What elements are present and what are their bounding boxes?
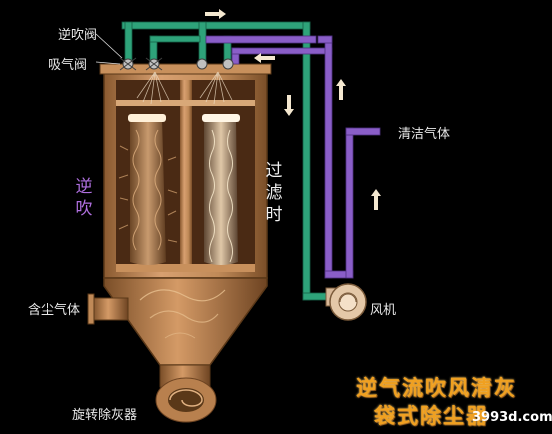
flow-arrows [205,9,381,210]
reverse-blow-valve [119,57,137,71]
filter-bag-left [118,114,178,265]
dust-hopper [87,277,268,388]
filtering-char-3: 时 [265,205,283,225]
reverse-blow-char-1: 逆 [75,177,93,197]
filter-bag-right [202,114,240,265]
filter-housing [99,63,272,279]
cyclone-label: 旋转除灰器 [72,408,138,423]
clean-gas-label: 清洁气体 [398,127,451,142]
suction-valve-label: 吸气阀 [48,58,88,73]
purple-pipe-network [205,35,381,279]
green-pipe-network [121,21,332,301]
dusty-gas-label: 含尘气体 [28,303,81,318]
label-leaders [95,33,123,65]
diagram-title-line1: 逆气流吹风清灰 [356,375,517,400]
airflow-spray [136,71,233,105]
filtering-side-label: 过 滤 时 [264,160,284,226]
filtering-char-2: 滤 [265,183,283,203]
site-watermark: 3993d.com [472,410,552,425]
reverse-valve-label: 逆吹阀 [58,28,98,43]
reverse-blow-side-label: 逆 吹 [74,176,94,220]
filtering-char-1: 过 [265,161,283,181]
diagram-title-line2: 袋式除尘器 [374,403,489,428]
cyclone-ash-remover [155,377,217,423]
reverse-blow-char-2: 吹 [75,199,93,219]
fan-unit [325,283,367,321]
fan-label: 风机 [370,303,397,318]
suction-valve [145,57,234,71]
